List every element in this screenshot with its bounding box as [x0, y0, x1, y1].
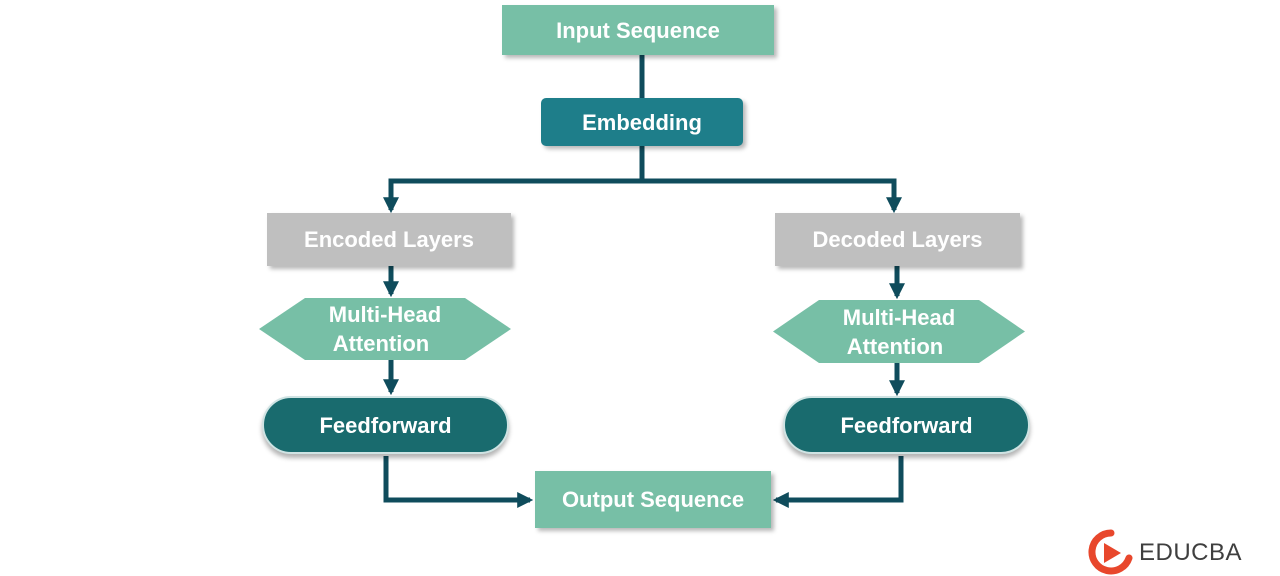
embedding-node: Embedding	[541, 98, 743, 146]
output-sequence-node: Output Sequence	[535, 471, 771, 528]
input-sequence-label: Input Sequence	[556, 17, 720, 43]
decoded-layers-label: Decoded Layers	[812, 227, 983, 252]
mha-left-line1: Multi-Head	[328, 302, 442, 327]
feedforward-right-node: Feedforward	[783, 396, 1030, 454]
mha-right-line1: Multi-Head	[842, 304, 956, 330]
feedforward-left-node: Feedforward	[262, 396, 509, 454]
connector-ff-right-output	[772, 456, 904, 509]
input-sequence-node: Input Sequence	[502, 5, 774, 55]
multi-head-attention-left-node: Multi-Head Attention	[259, 298, 511, 360]
decoded-layers-node: Decoded Layers	[775, 213, 1020, 266]
encoded-layers-label: Encoded Layers	[304, 227, 474, 252]
educba-logo-icon	[1088, 529, 1133, 575]
connector-split-right	[642, 178, 903, 214]
hexagon-shape	[259, 298, 511, 360]
educba-logo-text: EDUCBA	[1139, 539, 1243, 566]
educba-logo: EDUCBA	[1086, 528, 1256, 576]
feedforward-right-label: Feedforward	[840, 412, 973, 438]
encoded-layers-node: Encoded Layers	[267, 213, 511, 266]
mha-right-line2: Attention	[846, 333, 944, 359]
mha-left-line2: Attention	[332, 331, 430, 356]
connector-embedding-split	[382, 146, 645, 214]
feedforward-left-label: Feedforward	[319, 412, 452, 438]
embedding-label: Embedding	[582, 109, 702, 135]
multi-head-attention-right-node: Multi-Head Attention	[773, 300, 1025, 363]
connector-ff-left-output	[383, 456, 534, 509]
output-sequence-label: Output Sequence	[561, 487, 745, 512]
hexagon-shape	[773, 300, 1025, 363]
